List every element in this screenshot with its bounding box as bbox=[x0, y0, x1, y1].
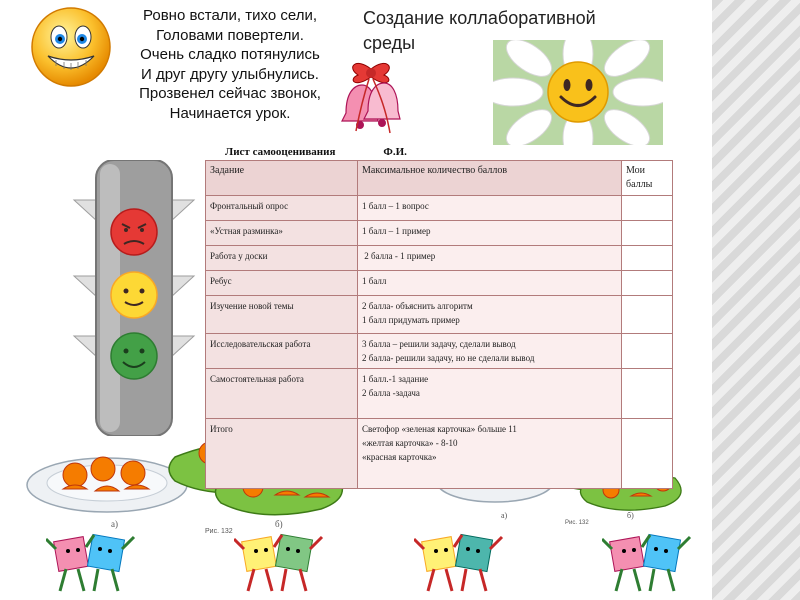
table-row: Самостоятельная работа 1 балл.-1 задание… bbox=[205, 368, 673, 419]
sheet-name-label: Ф.И. bbox=[383, 146, 407, 158]
task-cell: Работа у доски bbox=[205, 245, 358, 271]
figure-label-b: б) bbox=[627, 511, 634, 520]
warmup-poem: Ровно встали, тихо сели, Головами поверт… bbox=[110, 6, 350, 123]
poem-line: И друг другу улыбнулись. bbox=[141, 65, 319, 83]
sheet-title-text: Лист самооценивания bbox=[225, 146, 336, 158]
points-line: 2 балла- решили задачу, но не сделали вы… bbox=[362, 353, 535, 363]
daisy-icon bbox=[493, 40, 663, 145]
poem-line: Головами повертели. bbox=[156, 26, 304, 44]
self-assessment-title: Лист самооценивания Ф.И. bbox=[225, 146, 407, 158]
my-points-cell[interactable] bbox=[621, 368, 673, 419]
task-cell: Итого bbox=[205, 418, 358, 489]
points-line: 2 балла- объяснить алгоритм bbox=[362, 301, 473, 311]
poem-line: Ровно встали, тихо сели, bbox=[143, 7, 317, 24]
figure-label-a: а) bbox=[111, 519, 118, 529]
table-row: Фронтальный опрос 1 балл – 1 вопрос bbox=[205, 195, 673, 221]
header-max-points: Максимальное количество баллов bbox=[357, 160, 622, 196]
traffic-light-icon bbox=[72, 160, 196, 436]
poem-line: Прозвенел сейчас звонок, bbox=[139, 85, 321, 102]
green-light-face bbox=[110, 332, 158, 380]
points-line: 1 балл.-1 задание bbox=[362, 374, 429, 384]
my-points-cell[interactable] bbox=[621, 333, 673, 369]
slide-topic: Создание коллаборативной среды bbox=[363, 8, 596, 53]
header-my-points: Мои баллы bbox=[621, 160, 673, 196]
table-row: Ребус 1 балл bbox=[205, 270, 673, 296]
side-decor-strip bbox=[712, 0, 800, 600]
points-line: «желтая карточка» - 8-10 bbox=[362, 438, 458, 448]
table-header-row: Задание Максимальное количество баллов М… bbox=[205, 160, 673, 196]
dancing-cubes-icon bbox=[414, 533, 504, 592]
task-cell: Изучение новой темы bbox=[205, 295, 358, 334]
yellow-light-face bbox=[110, 271, 158, 319]
task-cell: Самостоятельная работа bbox=[205, 368, 358, 419]
self-assessment-table: Задание Максимальное количество баллов М… bbox=[205, 160, 673, 489]
points-cell: 3 балла – решили задачу, сделали вывод 2… bbox=[357, 333, 622, 369]
poem-line: Очень сладко потянулись bbox=[140, 46, 320, 63]
points-cell: Светофор «зеленая карточка» больше 11 «ж… bbox=[357, 418, 622, 489]
points-cell: 1 балл bbox=[357, 270, 622, 296]
points-line: 1 балл придумать пример bbox=[362, 315, 460, 325]
my-points-cell[interactable] bbox=[621, 245, 673, 271]
points-line: 2 балла - 1 пример bbox=[362, 251, 436, 261]
task-cell: Ребус bbox=[205, 270, 358, 296]
task-cell: Исследовательская работа bbox=[205, 333, 358, 369]
points-line: 1 балл – 1 пример bbox=[362, 226, 431, 236]
table-row: Работа у доски 2 балла - 1 пример bbox=[205, 245, 673, 271]
table-row: Исследовательская работа 3 балла – решил… bbox=[205, 333, 673, 369]
dancing-cubes-icon bbox=[602, 533, 692, 592]
figure-caption: Рис. 132 bbox=[205, 528, 233, 535]
points-line: 1 балл – 1 вопрос bbox=[362, 201, 429, 211]
table-row: «Устная разминка» 1 балл – 1 пример bbox=[205, 220, 673, 246]
smiley-face-icon bbox=[31, 7, 111, 87]
dancing-cubes-icon bbox=[46, 533, 136, 592]
points-line: 2 балла -задача bbox=[362, 388, 420, 398]
my-points-cell[interactable] bbox=[621, 195, 673, 221]
figure-label-a: а) bbox=[501, 511, 508, 520]
points-cell: 2 балла- объяснить алгоритм 1 балл приду… bbox=[357, 295, 622, 334]
points-cell: 1 балл.-1 задание 2 балла -задача bbox=[357, 368, 622, 419]
task-cell: «Устная разминка» bbox=[205, 220, 358, 246]
header-task: Задание bbox=[205, 160, 358, 196]
poem-line: Начинается урок. bbox=[169, 104, 291, 122]
bells-icon bbox=[341, 63, 401, 134]
points-cell: 2 балла - 1 пример bbox=[357, 245, 622, 271]
figure-label-b: б) bbox=[275, 519, 283, 529]
points-line: «красная карточка» bbox=[362, 452, 437, 462]
points-line: Светофор «зеленая карточка» больше 11 bbox=[362, 424, 517, 434]
my-points-cell[interactable] bbox=[621, 418, 673, 489]
red-light-face bbox=[110, 208, 158, 256]
my-points-cell[interactable] bbox=[621, 270, 673, 296]
points-line: 3 балла – решили задачу, сделали вывод bbox=[362, 339, 516, 349]
table-row: Итого Светофор «зеленая карточка» больше… bbox=[205, 418, 673, 489]
task-cell: Фронтальный опрос bbox=[205, 195, 358, 221]
table-row: Изучение новой темы 2 балла- объяснить а… bbox=[205, 295, 673, 334]
dancing-cubes-icon bbox=[234, 533, 324, 592]
my-points-cell[interactable] bbox=[621, 220, 673, 246]
points-cell: 1 балл – 1 вопрос bbox=[357, 195, 622, 221]
my-points-cell[interactable] bbox=[621, 295, 673, 334]
points-line: 1 балл bbox=[362, 276, 387, 286]
points-cell: 1 балл – 1 пример bbox=[357, 220, 622, 246]
figure-caption: Рис. 132 bbox=[565, 520, 589, 526]
